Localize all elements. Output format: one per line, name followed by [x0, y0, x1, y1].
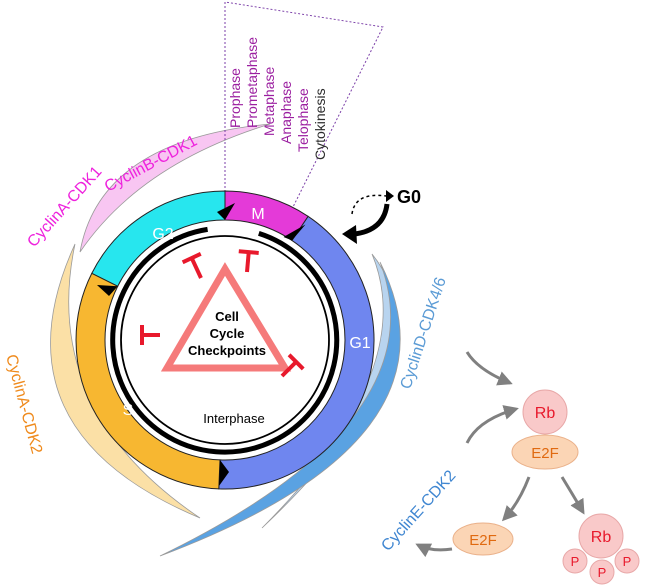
arrow-cyclinE-to-rb: [465, 405, 519, 444]
cyclinE-cdk2-crescent: [159, 261, 401, 557]
arrow-cyclinD-to-rb: [465, 351, 513, 386]
phosphate-label-3: P: [623, 554, 632, 569]
checkpoint-label-line2: Cycle: [210, 326, 245, 341]
phosphate-label-2: P: [598, 565, 607, 580]
phosphate-label-1: P: [571, 554, 580, 569]
inhibition-marker-s: [140, 325, 160, 345]
arrow-to-free-e2f: [501, 476, 531, 522]
cyclinB-cdk1-crescent: [79, 123, 271, 253]
e2f-bound-node: [511, 434, 579, 470]
checkpoint-triangle: [160, 262, 292, 372]
stage-telophase: Telophase: [295, 88, 311, 152]
boundary-wedge-s-g2: [97, 285, 118, 296]
interphase-label: Interphase: [203, 411, 264, 426]
e2f-free-node: [452, 522, 514, 556]
phosphate-node-1: [562, 548, 588, 574]
cyclinA-cdk2-crescent: [50, 243, 201, 519]
rb-node: [522, 389, 568, 435]
inhibition-marker-g2: [181, 252, 203, 279]
s-label: S: [123, 402, 134, 419]
cyclinB-cdk1-label: CyclinB-CDK1: [102, 132, 200, 195]
m-label: M: [251, 206, 264, 223]
interphase-ring: [110, 226, 340, 455]
mitosis-stage-box: [224, 1, 384, 210]
stage-prophase: Prophase: [227, 68, 243, 128]
arrow-e2f-out: [415, 543, 453, 558]
g0-return-arrow: [354, 203, 390, 237]
checkpoint-label-line1: Cell: [215, 309, 239, 324]
stage-prometaphase: Prometaphase: [244, 37, 260, 128]
stage-cytokinesis: Cytokinesis: [312, 88, 328, 160]
g0-return-arrowhead: [342, 225, 357, 244]
g2-label: G2: [152, 226, 173, 243]
cyclinA-cdk2-label: CyclinA-CDK2: [2, 353, 45, 456]
boundary-wedge-m-g1: [283, 224, 306, 241]
g1-label: G1: [349, 335, 370, 352]
rb-label: Rb: [535, 405, 556, 422]
e2f-bound-label: E2F: [531, 445, 559, 462]
boundary-wedge-g2-m: [217, 203, 235, 220]
cyclinE-cdk2-label: CyclinE-CDK2: [378, 467, 459, 554]
cyclinA-cdk1-label: CyclinA-CDK1: [24, 163, 105, 250]
checkpoint-label-line3: Checkpoints: [188, 343, 266, 358]
rb-phos-label: Rb: [591, 529, 612, 546]
e2f-free-label: E2F: [469, 532, 497, 549]
stage-metaphase: Metaphase: [261, 67, 277, 136]
arrow-to-rb-phos: [560, 476, 585, 515]
inhibition-marker-m: [238, 249, 259, 273]
cyclinD-cdk46-label: CyclinD-CDK4/6: [398, 275, 450, 391]
inhibition-marker-g1: [280, 353, 305, 378]
phosphate-node-2: [589, 559, 615, 585]
rb-phos-node: [578, 513, 624, 559]
phosphate-node-3: [614, 548, 640, 574]
g0-label: G0: [397, 187, 421, 207]
boundary-wedge-g1-s: [219, 460, 229, 486]
stage-anaphase: Anaphase: [278, 81, 294, 144]
inner-circle: [120, 235, 330, 445]
g0-dashed-arrow: [351, 194, 387, 215]
g0-dashed-arrowhead: [386, 190, 394, 202]
